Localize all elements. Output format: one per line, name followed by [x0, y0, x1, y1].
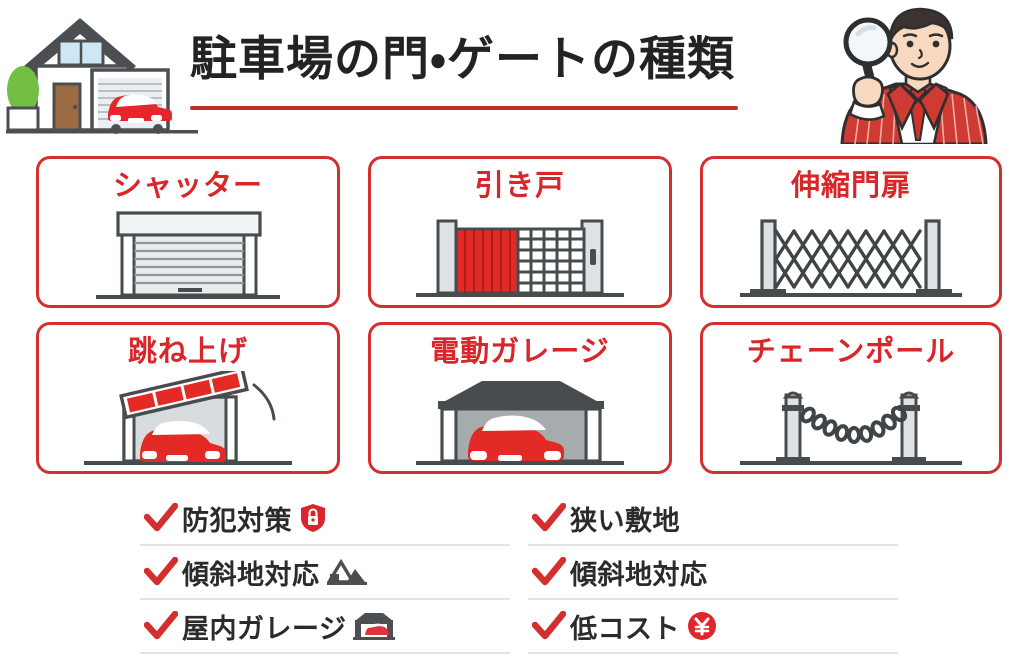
- check-icon: [528, 503, 570, 533]
- feature-column-left: 防犯対策 傾斜地対応: [140, 492, 510, 654]
- gate-card-label: チェーンポール: [746, 334, 956, 368]
- gate-card-chain-pole[interactable]: チェーンポール: [700, 322, 1002, 474]
- indoor-garage-icon: [353, 611, 396, 641]
- sliding-gate-icon: [371, 205, 669, 305]
- shield-lock-icon: [299, 503, 327, 533]
- check-icon: [528, 557, 570, 587]
- header: 駐車場の門・ゲートの種類: [0, 0, 1024, 148]
- gate-card-flip-up[interactable]: 跳ね上げ: [36, 322, 340, 474]
- feature-item-slope[interactable]: 傾斜地対応: [140, 546, 510, 600]
- feature-column-right: 狭い敷地 傾斜地対応 低コスト: [528, 492, 898, 654]
- feature-item-security[interactable]: 防犯対策: [140, 492, 510, 546]
- gate-card-sliding-door[interactable]: 引き戸: [368, 156, 672, 308]
- feature-lists: 防犯対策 傾斜地対応: [0, 492, 1024, 672]
- accordion-lattice-gate-icon: [703, 205, 999, 305]
- gate-type-card-grid: シャッター: [0, 152, 1024, 484]
- house-on-hill-icon: [326, 558, 367, 586]
- feature-label: 傾斜地対応: [570, 559, 708, 591]
- check-icon: [528, 611, 570, 641]
- feature-item-low-cost[interactable]: 低コスト: [528, 600, 898, 654]
- gate-card-label: 跳ね上げ: [127, 334, 248, 368]
- feature-label: 屋内ガレージ: [182, 613, 347, 645]
- feature-item-indoor-garage[interactable]: 屋内ガレージ: [140, 600, 510, 654]
- check-icon: [140, 611, 182, 641]
- title-block: 駐車場の門・ゲートの種類: [190, 22, 820, 126]
- magnifier-glass: [843, 17, 893, 84]
- red-car: [108, 94, 172, 134]
- red-car: [140, 421, 226, 462]
- gate-card-electric-garage[interactable]: 電動ガレージ: [368, 322, 672, 474]
- gate-card-label: 電動ガレージ: [430, 334, 610, 368]
- gate-card-label: 引き戸: [474, 168, 565, 202]
- electric-garage-with-car-icon: [371, 371, 669, 471]
- red-car: [468, 415, 564, 461]
- page-title: 駐車場の門・ゲートの種類: [190, 32, 735, 87]
- gate-card-shutter[interactable]: シャッター: [36, 156, 340, 308]
- house-with-garage-illustration: [6, 18, 198, 134]
- feature-label: 狭い敷地: [570, 505, 680, 537]
- flip-up-door-with-car-icon: [39, 371, 337, 471]
- check-icon: [140, 503, 182, 533]
- feature-item-narrow-site[interactable]: 狭い敷地: [528, 492, 898, 546]
- chain-pole-icon: [703, 371, 999, 471]
- check-icon: [140, 557, 182, 587]
- rolling-shutter-garage-icon: [39, 205, 337, 305]
- gate-card-telescopic[interactable]: 伸縮門扉: [700, 156, 1002, 308]
- feature-label: 防犯対策: [182, 505, 292, 537]
- yen-coin-icon: [687, 611, 717, 641]
- businessman-with-magnifier-illustration: [840, 7, 988, 144]
- title-underline: [190, 106, 738, 110]
- feature-label: 低コスト: [570, 613, 680, 645]
- gate-card-label: 伸縮門扉: [790, 168, 911, 202]
- feature-label: 傾斜地対応: [182, 559, 320, 591]
- feature-item-slope[interactable]: 傾斜地対応: [528, 546, 898, 600]
- gate-card-label: シャッター: [112, 168, 263, 202]
